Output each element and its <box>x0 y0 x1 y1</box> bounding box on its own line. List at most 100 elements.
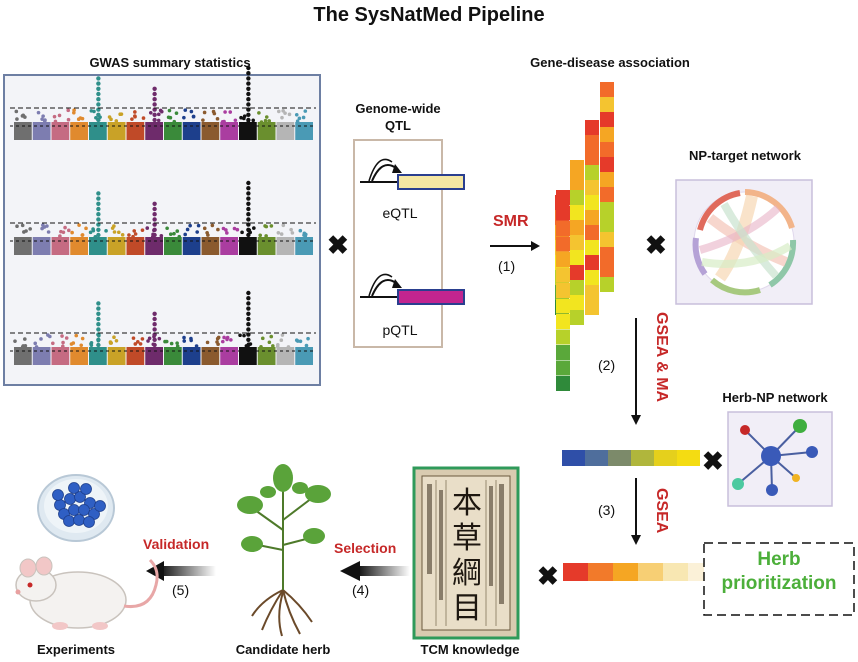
manhattan-peak-point <box>246 332 251 337</box>
strip-cell <box>663 563 688 581</box>
manhattan-peak-point <box>96 191 101 196</box>
tcm-book-title: 本 草 綱 目 <box>447 486 487 626</box>
manhattan-peak-point <box>246 81 251 86</box>
manhattan-peak-point <box>152 97 157 102</box>
manhattan-point <box>182 339 187 343</box>
manhattan-peak-point <box>152 117 157 123</box>
manhattan-point <box>127 233 131 237</box>
strip-cell <box>588 563 613 581</box>
manhattan-point <box>33 341 38 346</box>
manhattan-point <box>145 226 150 230</box>
manhattan-point <box>276 230 281 235</box>
manhattan-point <box>116 230 121 235</box>
heatmap-cell <box>600 172 614 187</box>
manhattan-point <box>215 340 219 344</box>
manhattan-point <box>60 334 64 338</box>
manhattan-peak-point <box>246 306 251 311</box>
manhattan-peak-point <box>246 232 251 238</box>
heatmap-cell <box>556 283 570 298</box>
heatmap-cell <box>600 262 614 277</box>
manhattan-point <box>20 345 25 349</box>
manhattan-peak-point <box>246 227 251 232</box>
eqtl-label: eQTL <box>382 205 418 221</box>
manhattan-point <box>14 109 19 114</box>
manhattan-peak-point <box>96 311 101 316</box>
manhattan-peak-point <box>152 86 157 92</box>
heatmap-cell <box>570 175 584 190</box>
manhattan-point <box>174 111 179 115</box>
manhattan-point <box>267 119 272 123</box>
heatmap-cell <box>570 310 584 325</box>
manhattan-point <box>163 339 167 344</box>
manhattan-point <box>132 229 137 233</box>
manhattan-peak-point <box>246 180 251 186</box>
heatmap-cell <box>585 120 599 135</box>
heatmap-cell <box>556 190 570 205</box>
candidate-herb-label: Candidate herb <box>235 642 331 657</box>
manhattan-point <box>172 231 176 236</box>
manhattan-peak-point <box>246 290 251 296</box>
manhattan-point <box>269 334 274 339</box>
manhattan-point <box>233 118 238 123</box>
manhattan-point <box>169 341 174 346</box>
heatmap-cell <box>600 277 614 292</box>
manhattan-point <box>280 333 285 337</box>
manhattan-point <box>202 110 207 115</box>
manhattan-point <box>70 230 74 235</box>
manhattan-point <box>91 227 95 231</box>
strip-cell <box>677 450 700 466</box>
manhattan-point <box>13 339 17 343</box>
manhattan-point <box>183 108 188 112</box>
heatmap-cell <box>556 221 570 236</box>
cell-dot <box>63 515 75 527</box>
manhattan-point <box>168 232 173 237</box>
herb-prioritization-line1: Herb <box>757 549 801 570</box>
heatmap-cell <box>585 210 599 225</box>
manhattan-point <box>276 109 281 114</box>
manhattan-point <box>42 225 47 229</box>
manhattan-point <box>80 336 85 341</box>
heatmap-cell <box>585 285 599 300</box>
manhattan-peak-point <box>96 342 101 348</box>
manhattan-point <box>240 230 244 235</box>
manhattan-point <box>130 117 134 121</box>
heatmap-cell <box>556 360 570 376</box>
heatmap-cell <box>585 150 599 165</box>
manhattan-point <box>294 112 299 117</box>
manhattan-point <box>215 117 220 121</box>
manhattan-point <box>114 119 119 123</box>
manhattan-point <box>188 223 192 228</box>
manhattan-peak-point <box>96 201 101 206</box>
manhattan-point <box>232 226 237 231</box>
manhattan-point <box>39 337 43 341</box>
manhattan-peak-point <box>246 112 251 118</box>
heatmap-cell <box>570 160 584 175</box>
manhattan-peak-point <box>96 212 101 217</box>
manhattan-point <box>93 234 98 239</box>
manhattan-peak-point <box>96 112 101 118</box>
manhattan-point <box>301 115 306 120</box>
cell-dot <box>52 489 64 501</box>
manhattan-point <box>77 223 81 227</box>
heatmap-cell <box>585 225 599 240</box>
manhattan-point <box>175 341 179 345</box>
manhattan-peak-point <box>246 196 251 201</box>
manhattan-peak-point <box>96 301 101 306</box>
manhattan-peak-point <box>96 97 101 102</box>
heatmap-cell <box>570 265 584 280</box>
manhattan-point <box>131 234 135 239</box>
manhattan-peak-point <box>246 311 251 316</box>
manhattan-point <box>298 228 303 233</box>
manhattan-point <box>225 337 229 342</box>
manhattan-point <box>15 224 19 229</box>
manhattan-point <box>216 227 220 232</box>
manhattan-point <box>275 344 280 349</box>
manhattan-point <box>20 223 25 228</box>
manhattan-point <box>51 341 55 346</box>
selection-method-label: Selection <box>334 540 397 556</box>
manhattan-point <box>57 113 62 118</box>
